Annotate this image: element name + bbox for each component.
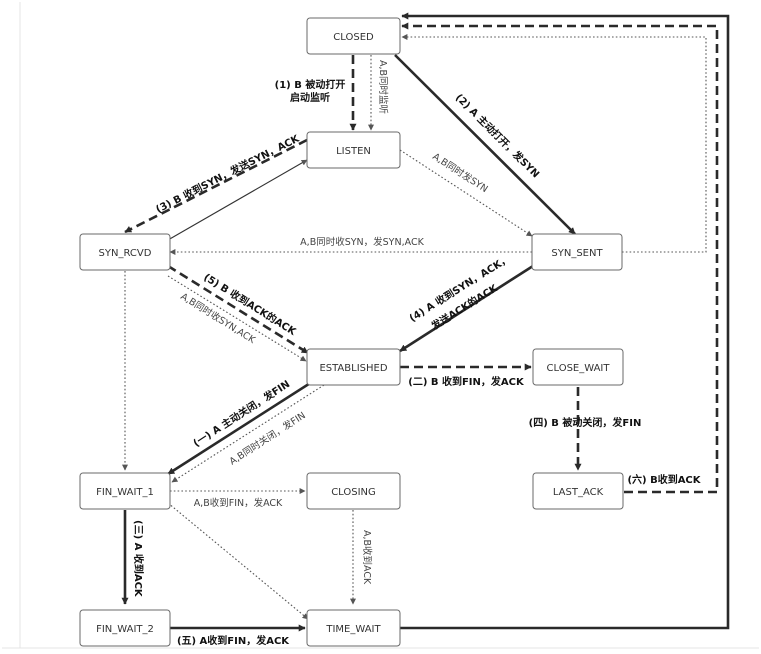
edge-listen-synsent	[399, 149, 533, 237]
edge-finwait1-timewait	[167, 502, 309, 620]
state-last-ack: LAST_ACK	[532, 472, 624, 510]
edge-synrcvd-listen	[167, 159, 308, 241]
state-established-label: ESTABLISHED	[319, 363, 387, 374]
label-a-recv-ack-3: (三) A 收到ACK	[132, 520, 145, 598]
state-time-wait: TIME_WAIT	[306, 609, 401, 647]
label-b-recv-ack: (5) B 收到ACK的ACK	[201, 271, 299, 339]
label-b-recv-ack-final: (六) B收到ACK	[627, 473, 701, 486]
edge-timewait-closed	[400, 12, 730, 630]
state-syn-sent-label: SYN_SENT	[551, 248, 603, 259]
state-closed-label: CLOSED	[333, 32, 374, 43]
label-a-recv-fin: (五) A收到FIN，发ACK	[177, 634, 290, 647]
state-last-ack-label: LAST_ACK	[553, 487, 604, 498]
label-ab-recv-fin-ack: A,B收到FIN，发ACK	[194, 497, 283, 509]
edge-synrcvd-established-simul	[167, 275, 307, 362]
state-listen-label: LISTEN	[336, 146, 371, 157]
state-fin-wait-1: FIN_WAIT_1	[79, 472, 171, 510]
state-close-wait: CLOSE_WAIT	[532, 348, 624, 386]
label-b-passive-open: (1) B 被动打开	[275, 78, 346, 91]
label-b-recv-fin: (二) B 收到FIN，发ACK	[408, 375, 525, 388]
edge-listen-synrcvd	[124, 138, 308, 234]
state-established: ESTABLISHED	[306, 348, 401, 386]
edge-synsent-established	[399, 264, 534, 353]
state-closed: CLOSED	[306, 17, 401, 55]
state-syn-rcvd-label: SYN_RCVD	[99, 248, 152, 259]
label-b-passive-open-2: 启动监听	[290, 91, 330, 104]
edge-established-finwait1-simul	[171, 384, 325, 483]
edge-synrcvd-established	[167, 264, 309, 355]
label-b-recv-syn: (3) B 收到SYN，发送SYN，ACK	[153, 131, 302, 215]
state-fin-wait-1-label: FIN_WAIT_1	[96, 487, 154, 498]
label-ab-recv-ack: A,B收到ACK	[361, 530, 373, 585]
edge-closed-synsent	[394, 54, 576, 235]
state-close-wait-label: CLOSE_WAIT	[547, 363, 611, 374]
state-listen: LISTEN	[306, 131, 401, 169]
state-syn-sent: SYN_SENT	[531, 233, 623, 271]
edge-synsent-closed	[401, 34, 707, 253]
state-fin-wait-2: FIN_WAIT_2	[79, 609, 171, 647]
state-closing-label: CLOSING	[331, 487, 376, 498]
label-ab-send-syn: A,B同时发SYN	[430, 150, 490, 195]
label-ab-listen: A,B同时监听	[377, 60, 389, 115]
state-syn-rcvd: SYN_RCVD	[79, 233, 171, 271]
edge-lastack-closed	[401, 22, 719, 494]
state-time-wait-label: TIME_WAIT	[325, 624, 381, 635]
state-fin-wait-2-label: FIN_WAIT_2	[96, 624, 154, 635]
label-b-passive-close: (四) B 被动关闭，发FIN	[529, 416, 642, 429]
label-ab-recv-syn-send-ack: A,B同时收SYN，发SYN,ACK	[300, 236, 424, 248]
label-a-active-open: (2) A 主动打开，发SYN	[453, 91, 543, 181]
edge-established-finwait1	[167, 378, 316, 476]
state-closing: CLOSING	[306, 472, 401, 510]
